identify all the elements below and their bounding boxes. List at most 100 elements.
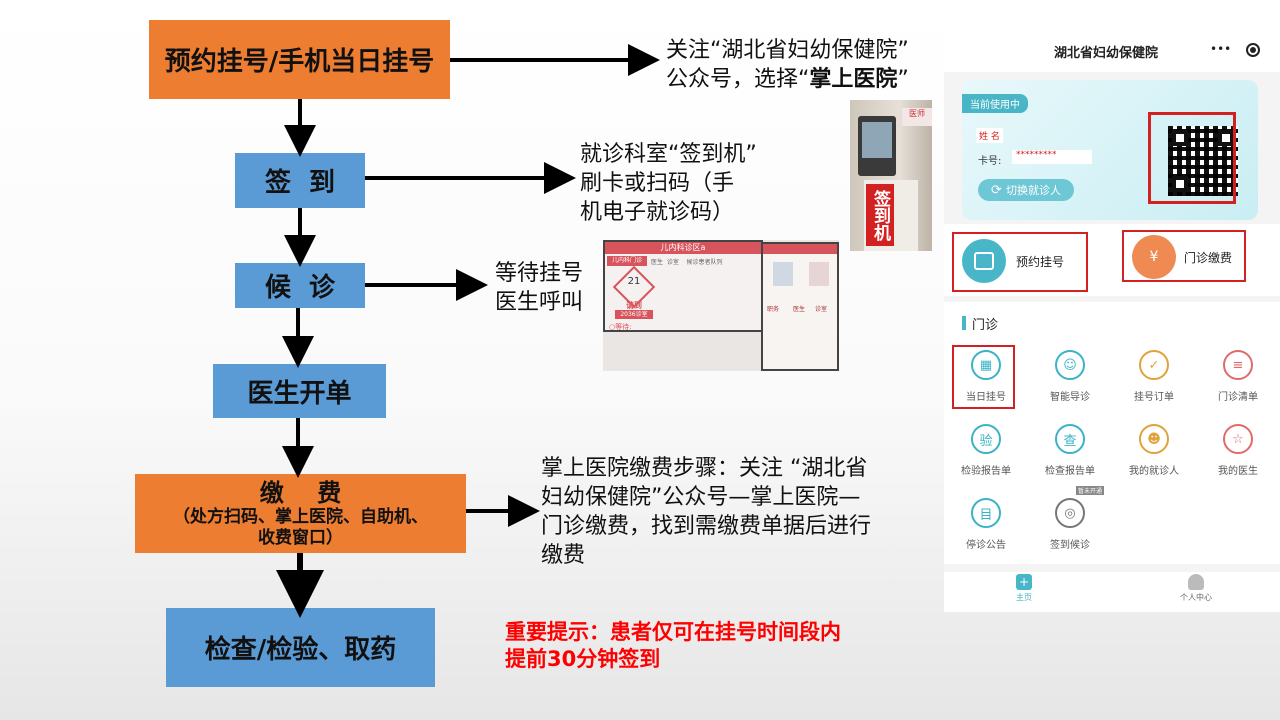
name-label: 姓 名: [976, 128, 1003, 143]
nav-profile[interactable]: 个人中心: [1172, 574, 1220, 603]
note-payment-line2: 妇幼保健院”公众号—掌上医院—: [541, 485, 861, 510]
step-booking-label: 预约挂号/手机当日挂号: [164, 47, 435, 77]
payment-label: 门诊缴费: [1184, 250, 1233, 265]
patient-icon: ☻: [1139, 424, 1169, 454]
grid-item-label: 签到候诊: [1050, 540, 1090, 551]
note-booking: 关注“湖北省妇幼保健院” 公众号，选择“掌上医院”: [666, 36, 909, 94]
outpatient-payment-button[interactable]: ¥ 门诊缴费: [1124, 232, 1246, 282]
person-icon: [1188, 574, 1204, 590]
switch-patient-button[interactable]: ⟳ 切换就诊人: [978, 179, 1074, 201]
list-icon: ≡: [1223, 350, 1253, 380]
exam-report-icon: 查: [1055, 424, 1085, 454]
screen-room: 2036诊室: [615, 310, 653, 319]
nav-home[interactable]: + 主页: [1004, 574, 1044, 603]
grid-item-label: 门诊清单: [1218, 392, 1258, 403]
important-tip-line1: 重要提示：患者仅可在挂号时间段内: [505, 620, 841, 644]
note-checkin-line1: 就诊科室“签到机”: [580, 142, 757, 167]
kiosk-top-label: 医师: [902, 108, 932, 126]
note-payment-line4: 缴费: [541, 543, 586, 568]
booking-label: 预约挂号: [1016, 254, 1065, 269]
grid-item-7[interactable]: ☻ 我的就诊人: [1112, 412, 1196, 484]
card-number-value: *********: [1012, 150, 1092, 164]
grid-item-9[interactable]: 目停诊公告: [944, 486, 1028, 558]
note-payment: 掌上医院缴费步骤：关注 “湖北省 妇幼保健院”公众号—掌上医院— 门诊缴费，找到…: [541, 454, 871, 570]
app-title-bar: 湖北省妇幼保健院 •••: [944, 32, 1280, 72]
screen2-row1: 职务: [767, 306, 780, 313]
step-payment-sub1: （处方扫码、掌上医院、自助机、: [173, 506, 428, 527]
grid-item-5[interactable]: 验检验报告单: [944, 412, 1028, 484]
same-day-highlight-frame: [952, 345, 1015, 409]
screen-status: 请到: [626, 301, 642, 310]
note-waiting-line2: 医生呼叫: [495, 290, 584, 315]
grid-item-3[interactable]: ✓ 挂号订单: [1112, 338, 1196, 410]
grid-item-6[interactable]: 查检查报告单: [1028, 412, 1112, 484]
screen2-row2: 医生: [793, 306, 806, 313]
switch-patient-label: 切换就诊人: [1005, 184, 1061, 197]
kiosk-screen: [858, 116, 896, 176]
payment-icon: ¥: [1132, 235, 1176, 279]
doctor-icon: ☆: [1223, 424, 1253, 454]
mobile-app-screenshot: 湖北省妇幼保健院 ••• 当前使用中 姓 名 卡号: ********* ⟳ 切…: [944, 32, 1280, 612]
step-payment-title: 缴 费: [259, 478, 342, 507]
step-waiting: 候 诊: [235, 263, 365, 308]
app-title: 湖北省妇幼保健院: [1054, 46, 1159, 61]
grid-item-2[interactable]: ☺ 智能导诊: [1028, 338, 1112, 410]
booking-button[interactable]: 预约挂号: [954, 232, 1086, 290]
grid-item-label: 挂号订单: [1134, 392, 1174, 403]
calendar-check-icon: ✓: [1139, 350, 1169, 380]
kiosk-sign: 签到机: [866, 184, 894, 246]
note-booking-line2: 公众号，选择“掌上医院”: [666, 67, 909, 92]
home-icon: +: [1016, 574, 1032, 590]
grid-item-1[interactable]: ▦ 当日挂号: [944, 338, 1028, 410]
calendar-icon: ▦: [971, 350, 1001, 380]
section-title: 门诊: [972, 318, 999, 333]
important-tip-line2: 提前30分钟签到: [505, 647, 661, 671]
kiosk-photo: 医师 签到机: [850, 100, 932, 251]
screen-header: 儿内科诊区a: [605, 242, 761, 254]
screen-number: 21: [627, 276, 641, 287]
screen-sub: 儿内科门诊: [607, 256, 647, 266]
qr-code-icon[interactable]: [1168, 126, 1238, 196]
calendar-icon: [962, 239, 1006, 283]
grid-item-label: 我的就诊人: [1129, 466, 1179, 477]
grid-item-label: 智能导诊: [1050, 392, 1090, 403]
booking-highlight-frame: [952, 232, 1088, 292]
nav-home-label: 主页: [1016, 593, 1032, 602]
current-badge: 当前使用中: [962, 94, 1028, 113]
note-checkin-line3: 机电子就诊码）: [580, 200, 735, 225]
step-checkin-label: 签 到: [264, 168, 336, 198]
screen-wait: ○等待:: [609, 323, 632, 331]
grid-item-4[interactable]: ≡ 门诊清单: [1196, 338, 1280, 410]
step-payment-sub2: 收费窗口）: [258, 527, 343, 548]
refresh-icon: ⟳: [991, 182, 1002, 198]
robot-icon: ☺: [1055, 350, 1085, 380]
step-exam-medicine-label: 检查/检验、取药: [204, 635, 397, 665]
note-waiting: 等待挂号 医生呼叫: [495, 259, 583, 317]
step-checkin: 签 到: [235, 153, 365, 208]
grid-item-label: 停诊公告: [966, 540, 1006, 551]
close-target-icon[interactable]: [1246, 43, 1260, 57]
checkin-icon: ◎: [1055, 498, 1085, 528]
note-payment-line3: 门诊缴费，找到需缴费单据后进行: [541, 514, 872, 539]
screen-tabs: 医生 诊室 候诊患者队列: [651, 259, 723, 266]
step-doctor-order: 医生开单: [213, 364, 386, 418]
step-waiting-label: 候 诊: [264, 273, 336, 303]
note-payment-line1: 掌上医院缴费步骤：关注 “湖北省: [541, 456, 868, 481]
grid-item-label: 我的医生: [1218, 466, 1258, 477]
nav-profile-label: 个人中心: [1180, 593, 1212, 602]
patient-card: 当前使用中 姓 名 卡号: ********* ⟳ 切换就诊人: [962, 80, 1258, 220]
card-number-label: 卡号:: [978, 156, 1002, 167]
step-booking: 预约挂号/手机当日挂号: [149, 20, 450, 99]
screen2-row3: 诊室: [815, 306, 828, 313]
grid-item-8[interactable]: ☆ 我的医生: [1196, 412, 1280, 484]
step-payment: 缴 费 （处方扫码、掌上医院、自助机、 收费窗口）: [135, 474, 466, 553]
grid-item-10[interactable]: ◎ 签到候诊 暂未开通: [1028, 486, 1112, 558]
bottom-nav: + 主页 个人中心: [944, 572, 1280, 612]
not-open-badge: 暂未开通: [1075, 486, 1104, 495]
more-icon[interactable]: •••: [1210, 42, 1232, 56]
important-tip: 重要提示：患者仅可在挂号时间段内 提前30分钟签到: [505, 619, 841, 673]
grid-item-label: 当日挂号: [966, 392, 1006, 403]
note-booking-line1: 关注“湖北省妇幼保健院”: [666, 38, 909, 63]
note-checkin-line2: 刷卡或扫码（手: [580, 171, 735, 196]
waiting-screen-photo: 儿内科诊区a 儿内科门诊 医生 诊室 候诊患者队列 21 请到 2036诊室 ○…: [603, 240, 839, 371]
